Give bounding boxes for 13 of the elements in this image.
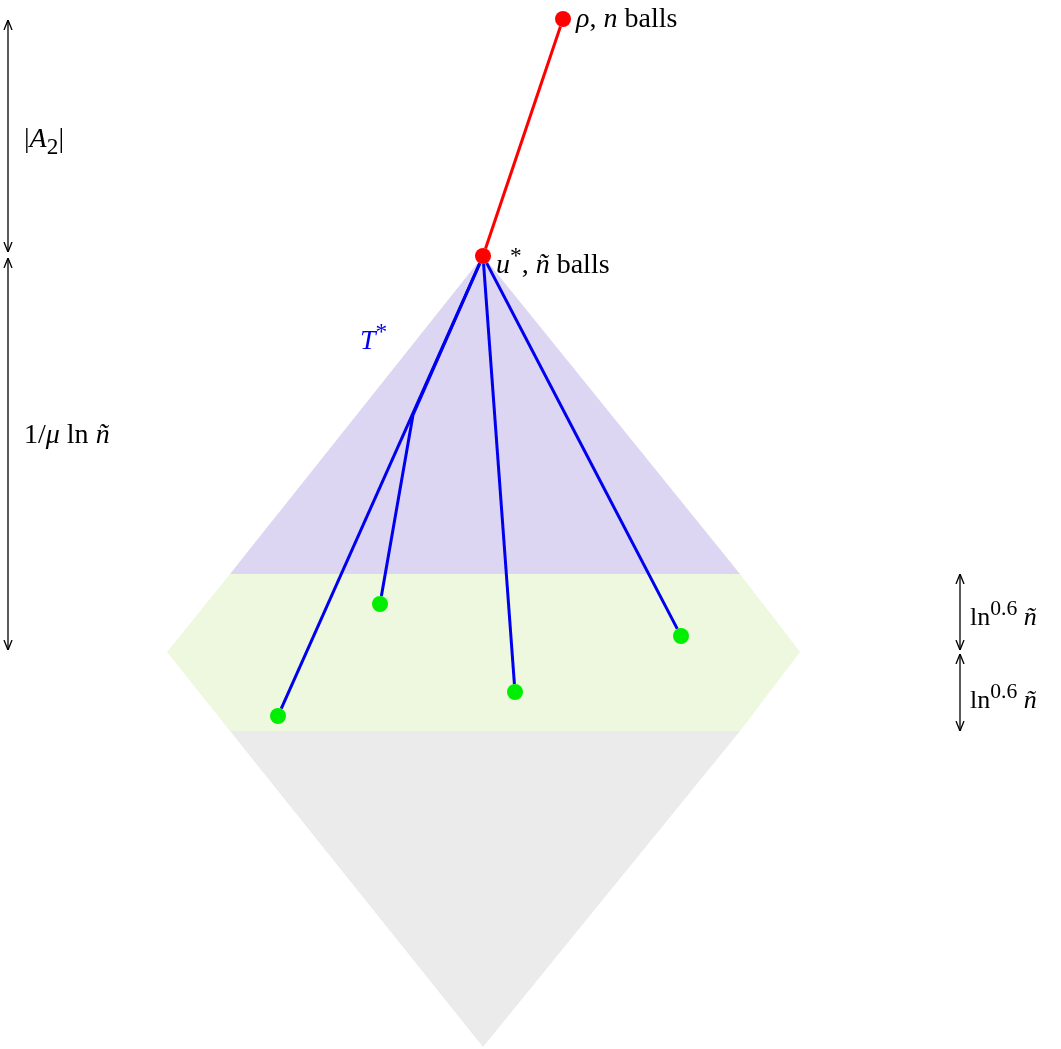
tree-edge — [485, 262, 679, 630]
dimension-label: |A$_{2}$| — [24, 122, 64, 161]
tree-edge — [484, 26, 562, 249]
dimension-label: 1/μ ln ñ — [24, 418, 110, 450]
dimension-label: ln$^{0.6}$ ñ — [970, 678, 1037, 716]
vertex-label: u$^{*}$, ñ balls — [496, 241, 610, 281]
vertex-dot — [555, 11, 571, 27]
dimension-label: ln$^{0.6}$ ñ — [970, 595, 1037, 633]
vertex-label: ρ, n balls — [576, 2, 678, 34]
vertex-dot — [475, 248, 491, 264]
tree-edge — [482, 263, 516, 685]
tree-label: T$^{*}$ — [360, 317, 388, 357]
tree-edge — [379, 262, 482, 597]
